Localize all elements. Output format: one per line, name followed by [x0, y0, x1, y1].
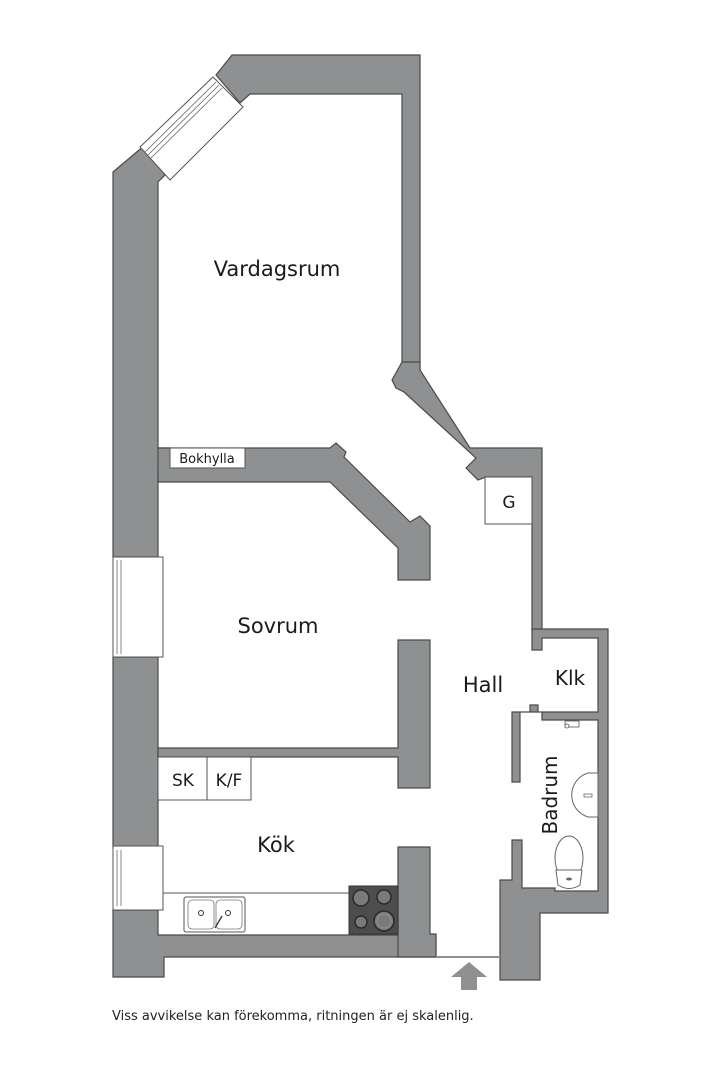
bookshelf-label: Bokhylla	[179, 452, 235, 467]
window-kitchen	[112, 845, 164, 911]
wall-klk	[499, 628, 609, 981]
room-label-hall: Hall	[463, 673, 503, 697]
room-label-vardagsrum: Vardagsrum	[214, 257, 341, 281]
fridge-freezer	[206, 756, 252, 801]
room-label-badrum: Badrum	[538, 755, 562, 834]
fridge-freezer-label: K/F	[216, 771, 243, 791]
wall-left-exterior	[112, 144, 171, 558]
shower-mixer-icon	[564, 720, 580, 729]
wall-left-exterior-mid	[112, 656, 159, 849]
wardrobe-g	[484, 476, 533, 525]
wall-bedroom-top	[157, 442, 431, 581]
sink-icon	[183, 896, 246, 933]
disclaimer-footnote: Viss avvikelse kan förekomma, ritningen …	[112, 1009, 474, 1024]
toilet-icon	[554, 835, 584, 889]
washbasin-icon	[571, 772, 599, 818]
cabinet-sk-label: SK	[172, 771, 195, 791]
wall-kitchen-right	[397, 846, 437, 958]
entrance-arrow-icon	[451, 962, 487, 990]
window-bedroom	[112, 556, 164, 658]
wardrobe-g-label: G	[502, 493, 515, 513]
wall-hall-partition	[157, 639, 431, 789]
room-label-kok: Kök	[257, 833, 296, 857]
wall-top	[215, 54, 421, 371]
bookshelf	[169, 447, 246, 469]
window-top-diagonal	[139, 76, 244, 181]
cabinet-sk	[157, 756, 208, 801]
stove-icon	[348, 885, 399, 935]
room-label-klk: Klk	[555, 666, 586, 690]
room-label-sovrum: Sovrum	[237, 614, 318, 638]
